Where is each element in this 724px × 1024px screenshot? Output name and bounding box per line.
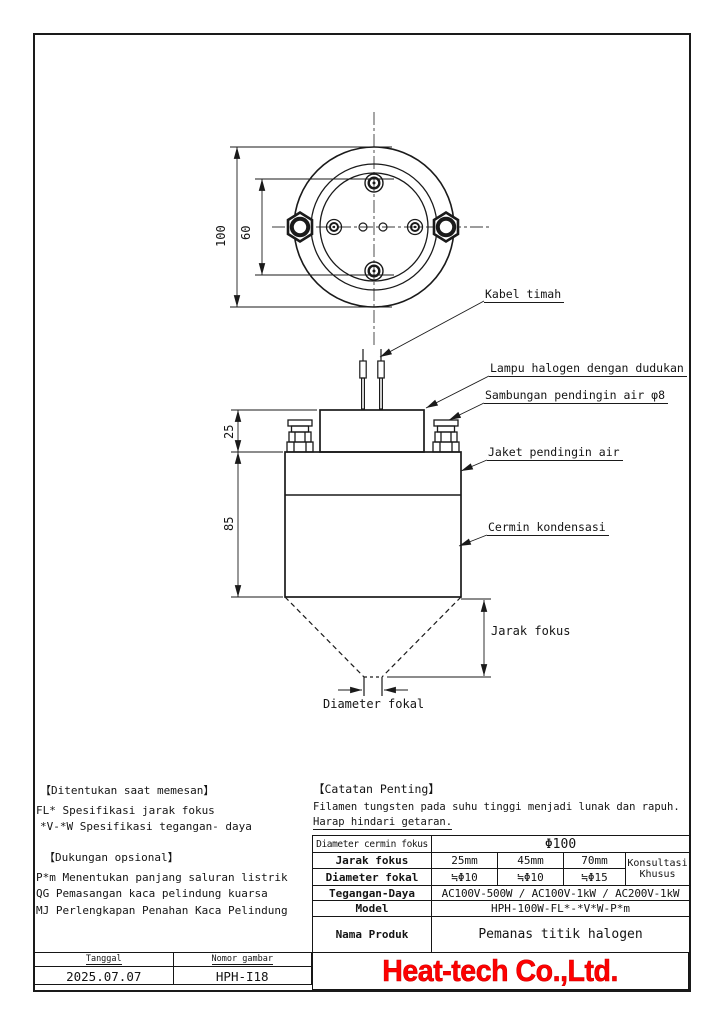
spec-r3-v3: ≒Φ15 [563,868,626,886]
spec-consult-line1: Konsultasi [627,858,688,869]
water-fitting-left [286,419,314,453]
notes-optional: 【Dukungan opsional】 P*m Menentukan panja… [36,850,288,919]
hex-fitting-left [286,210,314,244]
table-row: Diameter fokal ≒Φ10 ≒Φ10 ≒Φ15 [312,868,690,886]
spec-r6-label: Nama Produk [312,916,432,953]
label-diameter-fokal: Diameter fokal [323,697,425,711]
leader-kabel-timah [379,300,485,358]
spec-r6-value: Pemanas titik halogen [431,916,690,953]
spec-r4-value: AC100V-500W / AC100V-1kW / AC200V-1kW [431,885,690,901]
electrode-hole-left [358,222,368,232]
table-row: Tegangan-Daya AC100V-500W / AC100V-1kW /… [312,885,690,901]
spec-r4-label: Tegangan-Daya [312,885,432,901]
spec-r2-label: Jarak fokus [312,852,432,869]
spec-r3-v1: ≒Φ10 [431,868,498,886]
notes-optional-line: MJ Perlengkapan Penahan Kaca Pelindung [36,903,288,917]
spec-r2-v2: 45mm [497,852,564,869]
table-row: Diameter cermin fokus Φ100 [312,835,690,853]
drawing-frame [33,33,691,992]
notes-important-line2: Harap hindari getaran. [313,816,453,830]
notes-optional-title: 【Dukungan opsional】 [44,851,179,864]
label-lampu-halogen: Lampu halogen dengan dudukan [489,362,687,377]
notes-optional-line: QG Pemasangan kaca pelindung kuarsa [36,887,268,901]
spec-r2-v1: 25mm [431,852,498,869]
hole-right [406,218,424,236]
spec-r5-label: Model [312,900,432,917]
leader-lampu-halogen [425,375,490,409]
company-logo: Heat-tech Co.,Ltd. [382,953,619,989]
spec-table: Diameter cermin fokus Φ100 Jarak fokus 2… [312,835,690,953]
table-row: Nama Produk Pemanas titik halogen [312,916,690,953]
electrode-hole-right [378,222,388,232]
hex-fitting-right [432,210,460,244]
focus-cone [284,596,462,696]
notes-order-line: FL* Spesifikasi jarak fokus [36,804,215,818]
dim-label-85: 85 [222,517,236,531]
leader-jaket [460,459,488,472]
leader-lines [379,300,490,547]
flange-inner-circle [319,172,429,282]
title-block: Tanggal Nomor gambar 2025.07.07 HPH-I18 [34,952,312,985]
label-kabel-timah: Kabel timah [484,288,565,303]
spec-r3-label: Diameter fokal [312,868,432,886]
spec-consult-line2: Khusus [639,869,676,880]
notes-order: 【Ditentukan saat memesan】 FL* Spesifikas… [36,783,252,836]
drawing-number-label: Nomor gambar [211,953,273,965]
dimension-focal-distance [387,598,491,678]
lead-wires [359,349,385,410]
dim-label-60: 60 [239,226,253,240]
side-view: 25 85 [222,300,491,696]
drawing-number-value: HPH-I18 [172,967,312,985]
date-label: Tanggal [85,953,122,965]
table-row: Model HPH-100W-FL*-*V*W-P*m [312,900,690,917]
jacket-body [284,451,462,598]
label-sambungan-pendingin: Sambungan pendingin air φ8 [484,389,669,404]
mounting-screw-bottom [364,261,384,281]
water-fitting-right [432,419,460,453]
top-view: 100 60 [214,112,489,348]
spec-consult-cell: Konsultasi Khusus [625,852,690,886]
dim-label-25: 25 [222,425,236,439]
dimension-100: 100 [214,146,392,308]
notes-order-title: 【Ditentukan saat memesan】 [40,784,215,797]
spec-r3-v2: ≒Φ10 [497,868,564,886]
dimension-60: 60 [239,178,394,276]
date-value: 2025.07.07 [66,968,142,984]
mounting-screw-top [364,173,384,193]
label-jaket-pendingin: Jaket pendingin air [487,446,623,461]
notes-important-line1: Filamen tungsten pada suhu tinggi menjad… [313,800,680,813]
notes-order-line: *V-*W Spesifikasi tegangan- daya [40,820,252,834]
spec-r1-label: Diameter cermin fokus [312,835,432,853]
leader-cermin [458,534,488,547]
label-cermin-kondensasi: Cermin kondensasi [487,521,609,536]
spec-r5-value: HPH-100W-FL*-*V*W-P*m [431,900,690,917]
table-row: Jarak fokus 25mm 45mm 70mm Konsultasi Kh… [312,852,690,886]
spec-r1-value: Φ100 [431,835,690,853]
dimension-85: 85 [222,452,283,598]
label-jarak-fokus: Jarak fokus [491,624,571,638]
leader-sambungan [448,402,485,421]
hole-left [325,218,343,236]
dim-label-100: 100 [214,225,228,247]
lamp-housing [319,409,425,453]
dimension-25: 25 [222,409,317,453]
notes-important: 【Catatan Penting】 Filamen tungsten pada … [313,782,680,831]
notes-important-title: 【Catatan Penting】 [313,782,440,796]
notes-optional-line: P*m Menentukan panjang saluran listrik [36,871,288,885]
spec-r2-v3: 70mm [563,852,626,869]
logo-box: Heat-tech Co.,Ltd. [312,952,689,990]
